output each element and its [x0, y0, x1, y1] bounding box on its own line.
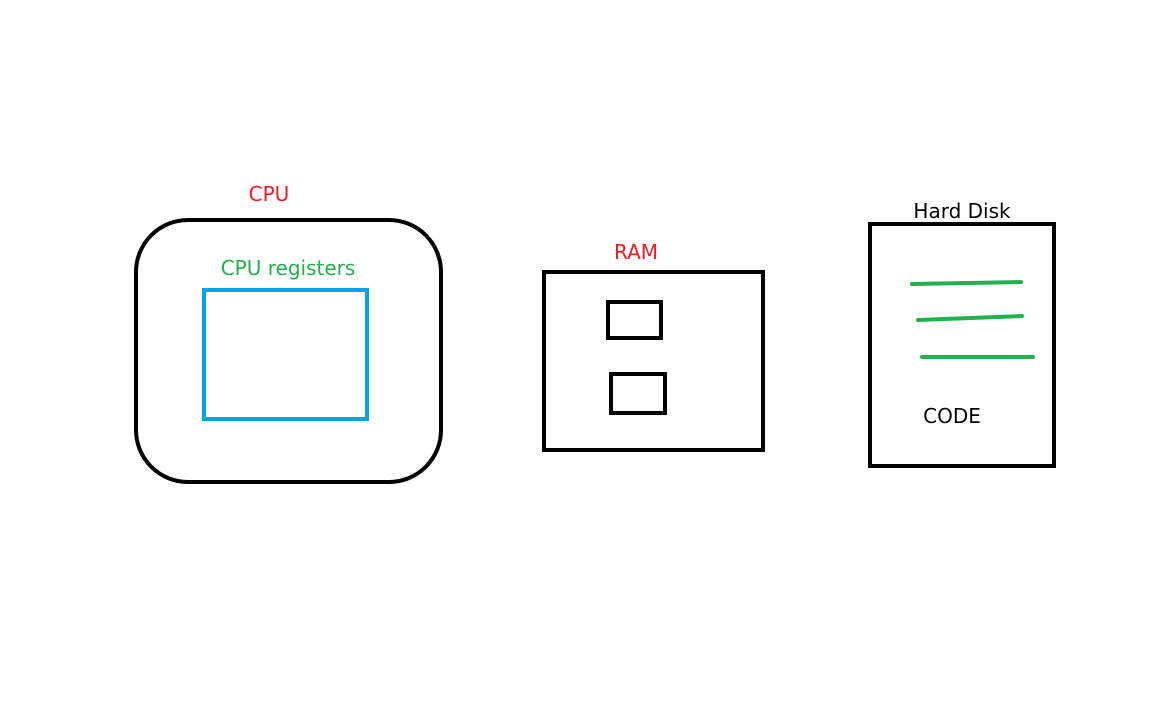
ram-cell-bottom	[609, 372, 667, 415]
ram-box	[542, 270, 765, 452]
hard-disk-line-1	[910, 280, 1023, 286]
cpu-box	[134, 218, 443, 484]
hard-disk-label: Hard Disk	[913, 199, 1011, 223]
hard-disk-box	[868, 222, 1056, 468]
hard-disk-group: Hard Disk CODE	[868, 199, 1056, 468]
hard-disk-line-2	[916, 314, 1024, 322]
cpu-registers-box	[202, 288, 369, 421]
ram-group: RAM	[542, 240, 765, 452]
cpu-registers-label: CPU registers	[221, 256, 356, 280]
code-label: CODE	[923, 404, 981, 428]
ram-cell-top	[606, 300, 663, 340]
ram-label: RAM	[614, 240, 658, 264]
cpu-label: CPU	[249, 182, 290, 206]
cpu-group: CPU CPU registers	[134, 182, 443, 484]
